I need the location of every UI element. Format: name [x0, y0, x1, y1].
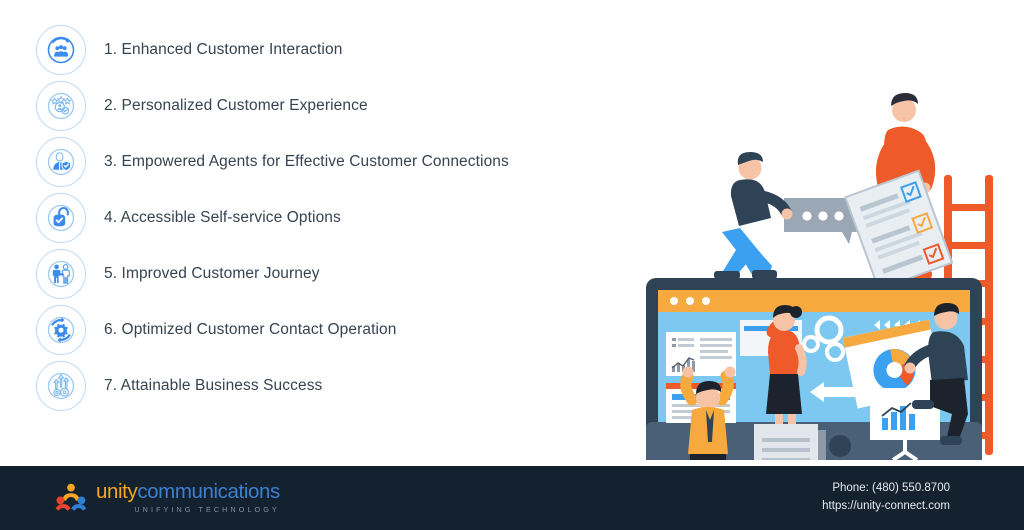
brand-word-communications: communications: [137, 479, 280, 503]
list-item: 5. Improved Customer Journey: [36, 246, 636, 302]
figure-celebrating: [680, 366, 736, 460]
customers-group-refresh-icon: [36, 25, 86, 75]
agent-shield-icon: [36, 137, 86, 187]
teamwork-illustration: [644, 80, 1024, 460]
contact-info: Phone: (480) 550.8700 https://unity-conn…: [822, 480, 950, 516]
footer-bar: unitycommunications UNIFYING TECHNOLOGY …: [0, 466, 1024, 530]
contact-phone: Phone: (480) 550.8700: [832, 482, 950, 495]
list-item: 6. Optimized Customer Contact Operation: [36, 302, 636, 358]
brand-tagline: UNIFYING TECHNOLOGY: [134, 505, 280, 515]
unity-people-logo-icon: [55, 483, 87, 513]
brand-wordmark: unitycommunications: [96, 479, 280, 503]
brand-word-unity: unity: [96, 479, 138, 503]
list-item: 1. Enhanced Customer Interaction: [36, 22, 636, 78]
open-padlock-check-icon: [36, 193, 86, 243]
list-item-label: 2. Personalized Customer Experience: [104, 97, 368, 114]
browser-dot: [702, 297, 710, 305]
brand-wordmark-group: unitycommunications UNIFYING TECHNOLOGY: [96, 479, 280, 515]
browser-bar: [658, 290, 970, 312]
contact-website[interactable]: https://unity-connect.com: [822, 500, 950, 512]
list-item-label: 4. Accessible Self-service Options: [104, 209, 341, 226]
list-item-label: 3. Empowered Agents for Effective Custom…: [104, 153, 509, 170]
growth-arrows-gears-icon: [36, 361, 86, 411]
list-item: 3. Empowered Agents for Effective Custom…: [36, 134, 636, 190]
arrow-left-large: [810, 382, 858, 402]
list-item: 4. Accessible Self-service Options: [36, 190, 636, 246]
figure-checklist: [844, 93, 954, 291]
list-item-label: 1. Enhanced Customer Interaction: [104, 41, 343, 58]
document-stack: [754, 424, 826, 460]
illustration-svg: [646, 93, 993, 460]
list-item-label: 7. Attainable Business Success: [104, 377, 323, 394]
figure-ladder-worker: [904, 303, 968, 445]
figure-chat-bubble: [714, 152, 862, 279]
brand-logo: unitycommunications UNIFYING TECHNOLOGY: [55, 479, 280, 515]
handshake-people-icon: [36, 249, 86, 299]
presentation-board: [866, 388, 944, 460]
benefit-list: 1. Enhanced Customer Interaction 2. Pers…: [36, 22, 636, 414]
browser-dot: [670, 297, 678, 305]
user-stars-rating-icon: [36, 81, 86, 131]
list-item: 7. Attainable Business Success: [36, 358, 636, 414]
list-item: 2. Personalized Customer Experience: [36, 78, 636, 134]
browser-dot: [686, 297, 694, 305]
gear-refresh-icon: [36, 305, 86, 355]
list-item-label: 6. Optimized Customer Contact Operation: [104, 321, 397, 338]
list-item-label: 5. Improved Customer Journey: [104, 265, 320, 282]
